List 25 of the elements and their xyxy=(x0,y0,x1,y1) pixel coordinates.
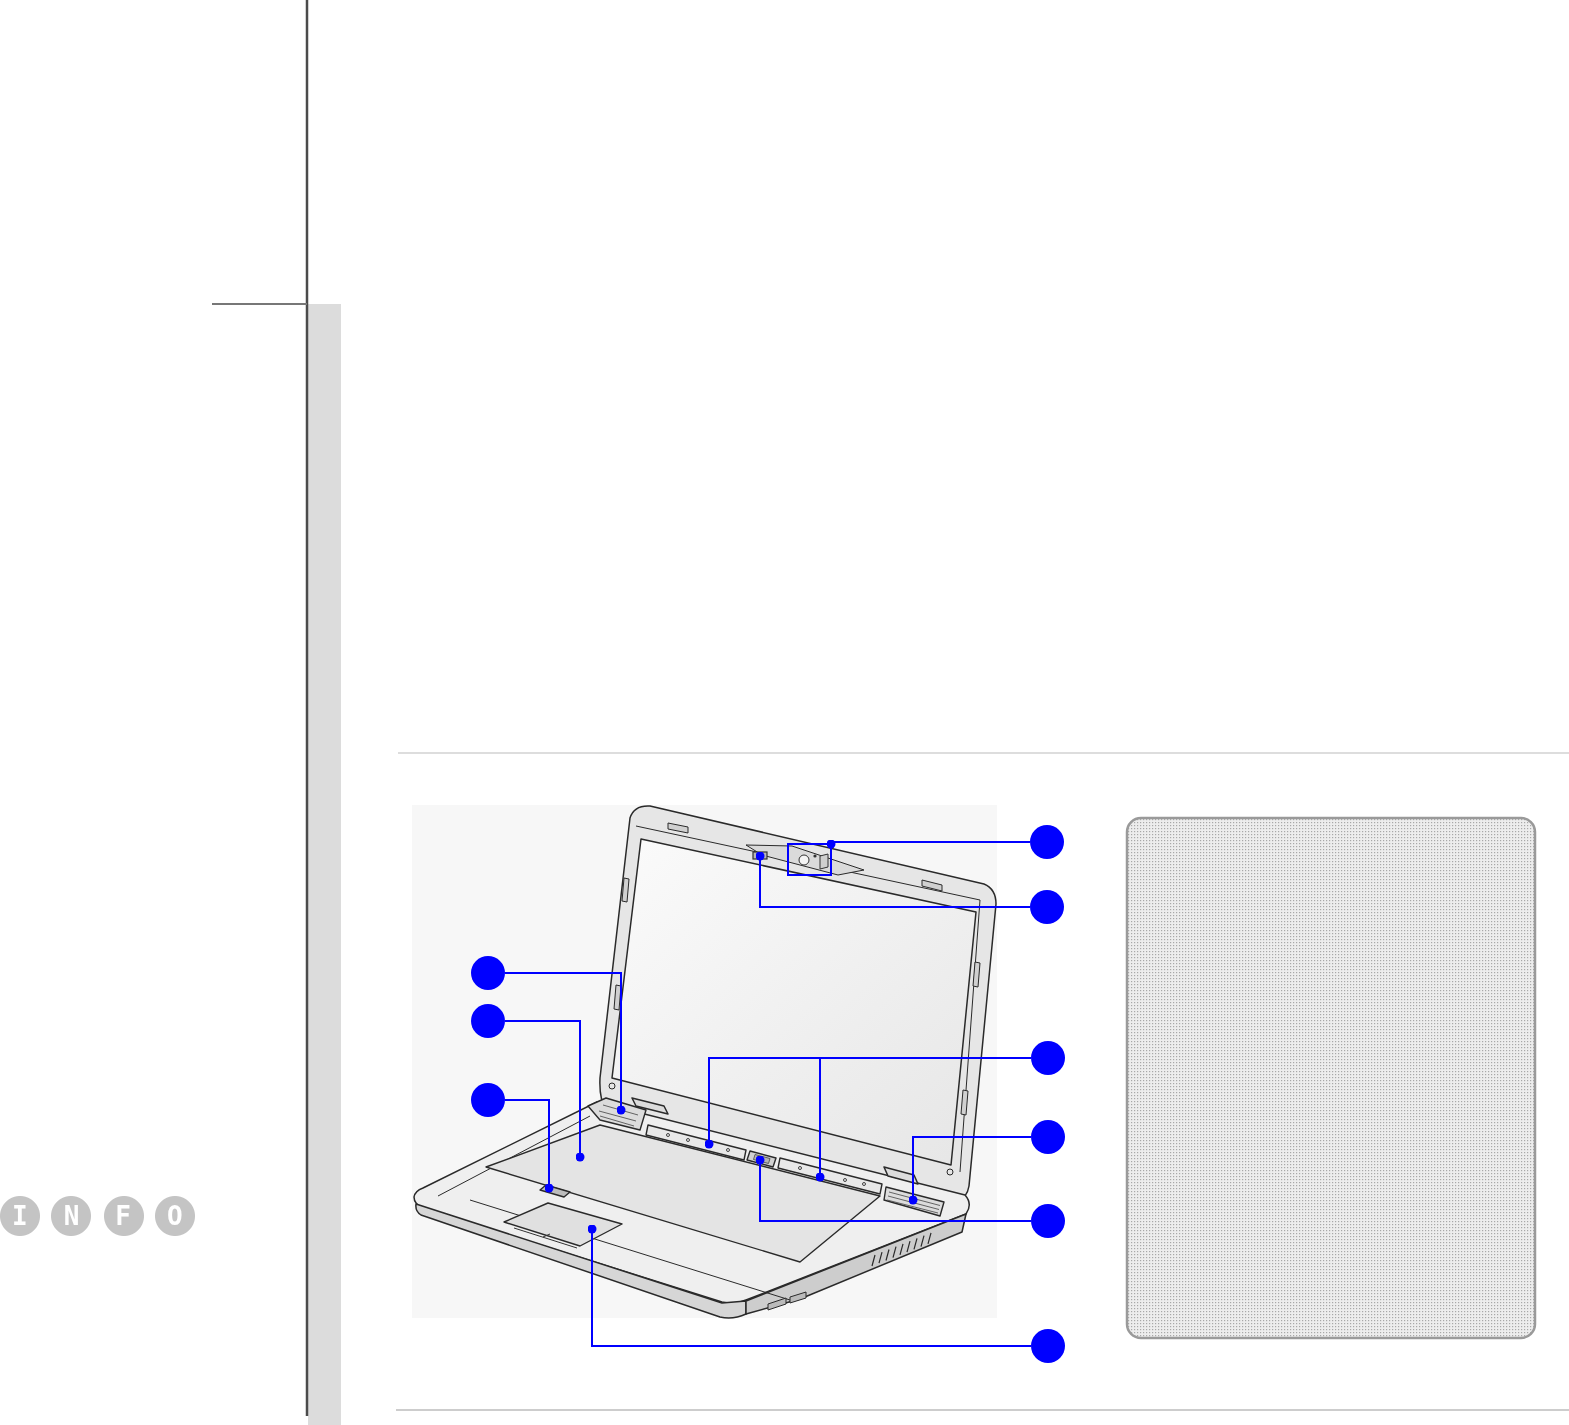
leader-line xyxy=(755,851,1031,908)
leader-line xyxy=(504,972,626,1115)
indicator-light xyxy=(539,1184,571,1198)
corner-block xyxy=(587,1097,647,1131)
leader-line xyxy=(755,1155,1032,1222)
leader-line xyxy=(908,1136,1032,1205)
microphone-slot xyxy=(752,851,768,860)
button-strip xyxy=(777,1157,883,1195)
callout-marker xyxy=(1031,1329,1065,1363)
leader-line xyxy=(826,839,1031,849)
button-strip xyxy=(645,1124,747,1161)
callout-marker xyxy=(1031,1120,1065,1154)
callout-marker xyxy=(1030,890,1064,924)
callout-marker xyxy=(1031,1204,1065,1238)
corner-block xyxy=(883,1186,945,1217)
leader-line xyxy=(587,1224,1032,1347)
webcam xyxy=(787,843,832,876)
touchpad xyxy=(503,1202,623,1249)
center-button xyxy=(746,1150,777,1168)
keyboard-deck xyxy=(485,1124,881,1263)
leader-line xyxy=(504,1020,585,1162)
info-sign: INFO xyxy=(0,1196,196,1236)
callout-marker xyxy=(1030,825,1064,859)
callout-marker xyxy=(1031,1041,1065,1075)
leader-line xyxy=(504,1099,554,1193)
